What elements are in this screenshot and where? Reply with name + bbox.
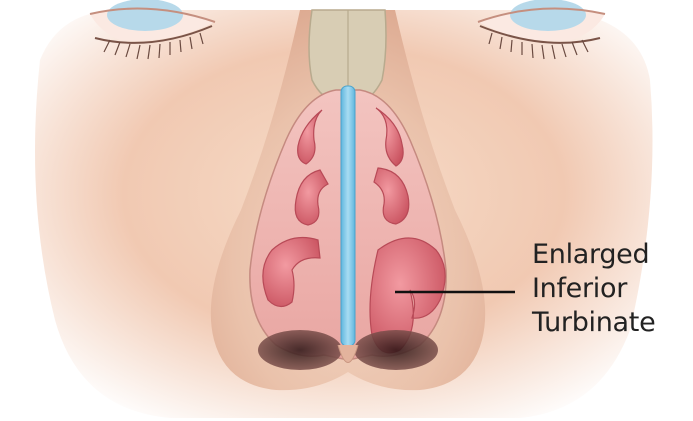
callout-line-3: Turbinate (532, 306, 690, 340)
callout-line-1: Enlarged (532, 238, 690, 272)
nasal-septum (341, 86, 355, 346)
callout-line-2: Inferior (532, 272, 690, 306)
callout-label: Enlarged Inferior Turbinate (532, 238, 690, 340)
